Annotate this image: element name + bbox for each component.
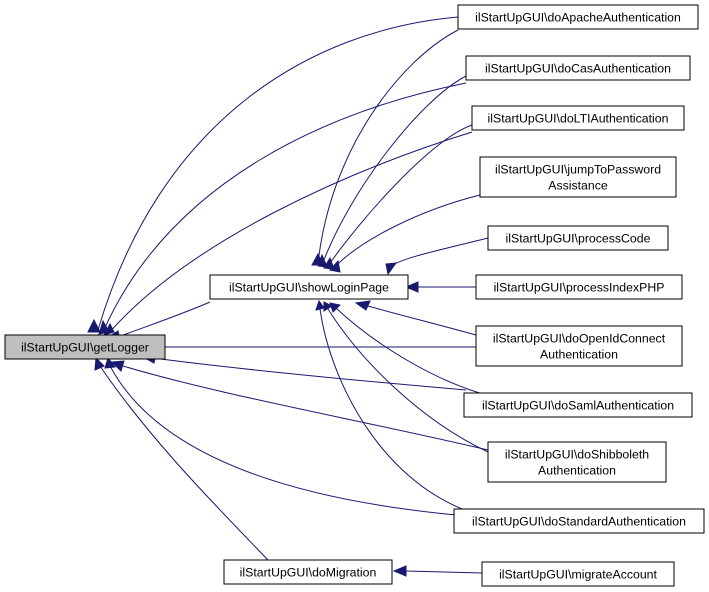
node-label: ilStartUpGUI\doApacheAuthentication xyxy=(475,11,681,25)
edge-showLoginPage-to-getLogger xyxy=(117,301,211,338)
edge-doApache-to-getLogger xyxy=(97,16,459,331)
node-label: ilStartUpGUI\processIndexPHP xyxy=(494,281,665,295)
edge-doCas-to-showLoginPage xyxy=(321,75,467,266)
edge-doShibboleth-to-showLoginPage xyxy=(327,308,489,453)
edge-migrateAccount-to-doMigration xyxy=(405,570,483,574)
arrowhead xyxy=(110,360,125,372)
node-label: Authentication xyxy=(540,348,618,362)
node-box xyxy=(487,225,669,251)
arrowhead xyxy=(392,565,407,577)
edge-doMigration-to-getLogger xyxy=(99,365,269,561)
node-box xyxy=(475,325,683,367)
node-box xyxy=(463,392,693,418)
arrowhead xyxy=(329,302,342,313)
edge-doApache-to-showLoginPage xyxy=(317,29,459,265)
arrowhead xyxy=(104,356,116,369)
node-label: ilStartUpGUI\doMigration xyxy=(240,566,377,580)
node-label: ilStartUpGUI\doCasAuthentication xyxy=(485,62,671,76)
edge-doOpenId-to-showLoginPage xyxy=(367,305,477,336)
arrowhead xyxy=(87,318,101,333)
node-box xyxy=(209,274,409,300)
node-doLTIAuthentication[interactable]: ilStartUpGUI\doLTIAuthentication xyxy=(471,105,685,131)
edge-doLTI-to-showLoginPage xyxy=(327,124,473,267)
node-box xyxy=(481,561,675,587)
node-box xyxy=(453,508,705,534)
edge-doCas-to-getLogger xyxy=(102,82,467,333)
node-getLogger[interactable]: ilStartUpGUI\getLogger xyxy=(4,334,166,360)
arrowhead xyxy=(315,299,325,311)
node-label: Authentication xyxy=(538,464,616,478)
node-label: ilStartUpGUI\doLTIAuthentication xyxy=(488,112,669,126)
node-doMigration[interactable]: ilStartUpGUI\doMigration xyxy=(223,559,393,585)
arrowheads xyxy=(87,252,419,577)
arrowhead xyxy=(102,322,115,336)
node-box xyxy=(471,105,685,131)
node-label: ilStartUpGUI\showLoginPage xyxy=(229,281,389,295)
edge-processCode-to-showLoginPage xyxy=(387,237,489,269)
nodes: ilStartUpGUI\getLogger ilStartUpGUI\show… xyxy=(4,4,705,587)
node-box xyxy=(465,55,691,81)
arrowhead xyxy=(354,300,371,311)
node-doSamlAuthentication[interactable]: ilStartUpGUI\doSamlAuthentication xyxy=(463,392,693,418)
arrowhead xyxy=(404,281,419,293)
node-doStandardAuthentication[interactable]: ilStartUpGUI\doStandardAuthentication xyxy=(453,508,705,534)
node-label: ilStartUpGUI\doStandardAuthentication xyxy=(472,515,686,529)
node-label: Assistance xyxy=(548,179,608,193)
node-label: ilStartUpGUI\doShibboleth xyxy=(505,448,649,462)
node-processCode[interactable]: ilStartUpGUI\processCode xyxy=(487,225,669,251)
node-box xyxy=(4,334,166,360)
node-label: ilStartUpGUI\doSamlAuthentication xyxy=(482,399,674,413)
node-label: ilStartUpGUI\migrateAccount xyxy=(499,568,657,582)
node-migrateAccount[interactable]: ilStartUpGUI\migrateAccount xyxy=(481,561,675,587)
node-box xyxy=(223,559,393,585)
node-processIndexPHP[interactable]: ilStartUpGUI\processIndexPHP xyxy=(475,274,683,300)
node-box xyxy=(487,441,667,483)
node-box xyxy=(457,4,699,30)
node-doOpenIdConnectAuthentication[interactable]: ilStartUpGUI\doOpenIdConnectAuthenticati… xyxy=(475,325,683,367)
node-doApacheAuthentication[interactable]: ilStartUpGUI\doApacheAuthentication xyxy=(457,4,699,30)
arrowhead xyxy=(94,356,105,371)
node-label: ilStartUpGUI\jumpToPassword xyxy=(495,163,661,177)
arrowhead xyxy=(317,253,328,268)
arrowhead xyxy=(385,262,398,276)
node-showLoginPage[interactable]: ilStartUpGUI\showLoginPage xyxy=(209,274,409,300)
edge-doStandard-to-getLogger xyxy=(109,365,457,516)
arrowhead xyxy=(323,301,334,312)
node-box xyxy=(479,156,677,198)
node-box xyxy=(475,274,683,300)
node-label: ilStartUpGUI\doOpenIdConnect xyxy=(493,332,666,346)
edge-doStandard-to-showLoginPage xyxy=(319,308,471,513)
edge-doLTI-to-getLogger xyxy=(107,131,473,335)
arrowhead xyxy=(329,259,341,273)
edge-doSaml-to-getLogger xyxy=(152,357,467,391)
edge-jumpTo-to-showLoginPage xyxy=(333,194,481,269)
node-doCasAuthentication[interactable]: ilStartUpGUI\doCasAuthentication xyxy=(465,55,691,81)
node-label: ilStartUpGUI\getLogger xyxy=(21,341,149,355)
edge-doShibboleth-to-getLogger xyxy=(122,365,489,451)
arrowhead xyxy=(323,256,335,270)
edge-doSaml-to-showLoginPage xyxy=(335,307,491,397)
node-label: ilStartUpGUI\processCode xyxy=(506,232,651,246)
